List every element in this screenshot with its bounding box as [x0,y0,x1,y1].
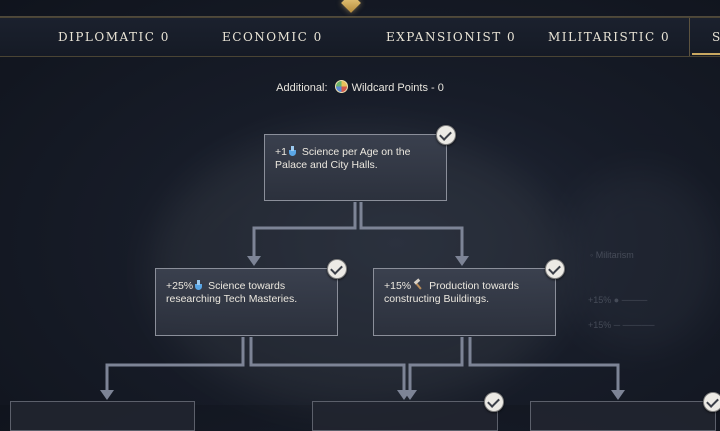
connector-left-child-a [105,337,245,392]
connector-root-right [359,202,464,258]
tree-node-child[interactable] [530,401,716,431]
connector-right-child-a [408,337,464,392]
tree-connectors [100,202,625,400]
science-icon [288,146,296,156]
header-ornament-line [0,16,720,17]
wildcard-points-line: Additional: Wildcard Points - 0 [0,80,720,94]
arrow-head [247,256,261,266]
node-description: Science per Age on the Palace and City H… [275,146,411,171]
checkmark-icon [436,125,456,145]
arrow-head [455,256,469,266]
checkmark-icon [703,392,720,412]
background-panel-text: +15% ● ──── [588,295,648,305]
tree-node-buildings[interactable]: +15% Production towards constructing Bui… [373,268,556,336]
connector-right-child-b [468,337,620,392]
connector-left-child-b [249,337,406,392]
node-description: Production towards constructing Building… [384,280,519,305]
tree-node-root[interactable]: +1 Science per Age on the Palace and Cit… [264,134,447,201]
node-amount: +25% [166,280,194,292]
tab-divider [689,18,720,56]
background-panel-text: ◦ Militarism [590,250,634,260]
tab-economic[interactable]: ECONOMIC 0 [222,30,323,44]
science-icon [195,280,203,290]
background-panel-text: +15% ─ ───── [588,320,655,330]
active-tab-indicator [692,53,720,55]
arrow-head [100,390,114,400]
wildcard-points-text: Wildcard Points - 0 [351,82,444,94]
checkmark-icon [327,259,347,279]
connector-root-left [252,202,357,258]
checkmark-icon [545,259,565,279]
additional-label: Additional: [276,82,328,94]
node-amount: +1 [275,146,287,158]
tree-node-child[interactable] [10,401,195,431]
background-glow [560,170,720,350]
checkmark-icon [484,392,504,412]
tree-node-child[interactable] [312,401,498,431]
tab-militaristic[interactable]: MILITARISTIC 0 [548,30,671,44]
wildcard-icon [334,80,348,93]
production-icon [413,280,423,290]
node-description: Science towards researching Tech Masteri… [166,280,298,305]
arrow-head [403,390,417,400]
tree-node-tech-masteries[interactable]: +25% Science towards researching Tech Ma… [155,268,338,336]
tab-expansionist[interactable]: EXPANSIONIST 0 [386,30,517,44]
tab-diplomatic[interactable]: DIPLOMATIC 0 [58,30,170,44]
node-amount: +15% [384,280,412,292]
arrow-head [611,390,625,400]
attribute-tab-bar: DIPLOMATIC 0 ECONOMIC 0 EXPANSIONIST 0 M… [0,17,720,57]
tab-scientific[interactable]: S [712,30,720,44]
